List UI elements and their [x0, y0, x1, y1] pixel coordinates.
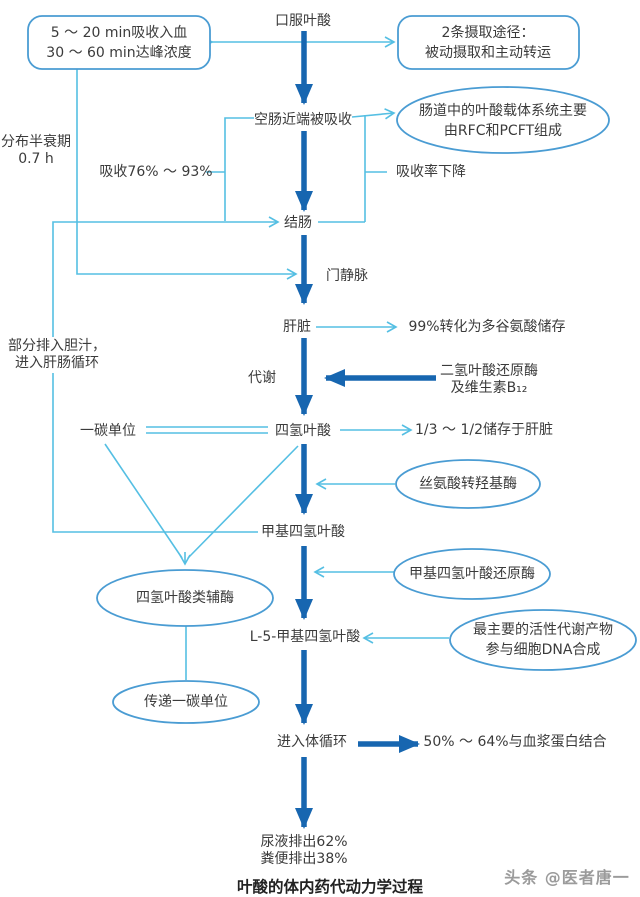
absorption-box-line2: 30 ～ 60 min达峰浓度	[46, 45, 192, 61]
dhfr-line1: 二氢叶酸还原酶	[440, 363, 538, 379]
node-mthfr-ellipse: 甲基四氢叶酸还原酶	[409, 566, 535, 582]
absorption-box-line1: 5 ～ 20 min吸收入血	[50, 25, 188, 41]
node-metabolism: 代谢	[248, 370, 276, 386]
node-methyl-thf: 甲基四氢叶酸	[258, 521, 348, 543]
enterohepatic-loop-line	[52, 216, 280, 533]
active-metabolite-line1: 最主要的活性代谢产物	[473, 622, 613, 638]
carrier-line2: 由RFC和PCFT组成	[443, 123, 563, 139]
diagram-title: 叶酸的体内药代动力学过程	[236, 878, 424, 896]
node-oral-folate: 口服叶酸	[275, 13, 331, 29]
active-metabolite-ellipse-shape	[449, 609, 637, 671]
node-portal-vein: 门静脉	[326, 268, 368, 284]
uptake-box-line2: 被动摄取和主动转运	[425, 45, 551, 61]
half-life-line1: 分布半衰期	[1, 134, 71, 150]
node-transfer-ellipse: 传递一碳单位	[144, 694, 228, 710]
node-one-carbon-unit: 一碳单位	[80, 423, 136, 439]
node-active-metabolite-ellipse: 最主要的活性代谢产物 参与细胞DNA合成	[473, 620, 613, 660]
watermark: 头条 @医者唐一	[504, 868, 630, 887]
carrier-line1: 肠道中的叶酸载体系统主要	[419, 103, 587, 119]
node-absorption-box: 5 ～ 20 min吸收入血 30 ～ 60 min达峰浓度	[46, 23, 191, 63]
half-life-portal-line	[76, 68, 298, 280]
node-jejunum: 空肠近端被吸收	[254, 112, 352, 128]
node-carrier-ellipse: 肠道中的叶酸载体系统主要 由RFC和PCFT组成	[419, 101, 587, 141]
label-absorb-decline: 吸收率下降	[396, 164, 466, 180]
uptake-box-shape	[397, 15, 580, 70]
node-uptake-box: 2条摄取途径： 被动摄取和主动转运	[425, 23, 551, 63]
label-polyglutamate: 99%转化为多谷氨酸储存	[408, 319, 566, 335]
node-systemic-circulation: 进入体循环	[277, 734, 347, 750]
thf-diagonal	[187, 445, 299, 559]
node-shmt-ellipse: 丝氨酸转羟基酶	[419, 476, 517, 492]
dhfr-line2: 及维生素B₁₂	[450, 380, 528, 396]
node-thf-coenzyme-ellipse: 四氢叶酸类辅酶	[136, 590, 234, 606]
mthfr-ellipse-shape	[393, 548, 551, 600]
node-l5-methyl-thf: L-5-甲基四氢叶酸	[249, 629, 361, 645]
uptake-box-line1: 2条摄取途径：	[441, 25, 535, 41]
half-life-line2: 0.7 h	[18, 151, 54, 167]
excretion-feces: 粪便排出38%	[260, 851, 348, 867]
jejunum-to-carrier-arrow	[351, 108, 396, 120]
one-carbon-diagonal	[104, 443, 183, 559]
node-thf: 四氢叶酸	[275, 423, 331, 439]
thf-coenzyme-ellipse-shape	[96, 569, 274, 627]
active-metabolite-line2: 参与细胞DNA合成	[485, 642, 601, 658]
node-colon: 结肠	[284, 215, 312, 231]
jejunum-left-elbow	[224, 117, 254, 221]
label-half-life: 分布半衰期 0.7 h	[1, 134, 71, 168]
transfer-ellipse-shape	[112, 680, 260, 724]
label-absorb-rate: 吸收76% ～ 93%	[99, 164, 213, 180]
excretion-urine: 尿液排出62%	[260, 834, 348, 850]
label-excretion: 尿液排出62% 粪便排出38%	[260, 834, 347, 868]
main-flow-arrows	[295, 31, 436, 829]
shmt-ellipse-shape	[395, 459, 541, 509]
label-plasma-binding: 50% ～ 64%与血浆蛋白结合	[423, 734, 607, 750]
bile-line2: 进入肝肠循环	[15, 355, 99, 371]
absorption-box-shape	[27, 15, 211, 70]
node-liver: 肝脏	[283, 319, 311, 335]
carrier-ellipse-shape	[396, 86, 610, 154]
label-bile: 部分排入胆汁， 进入肝肠循环	[5, 337, 109, 373]
annotation-lines	[52, 36, 449, 680]
label-dhfr: 二氢叶酸还原酶 及维生素B₁₂	[440, 363, 538, 397]
node-shapes	[27, 15, 637, 724]
label-liver-storage: 1/3 ～ 1/2储存于肝脏	[415, 422, 553, 438]
bile-line1: 部分排入胆汁，	[8, 338, 106, 354]
